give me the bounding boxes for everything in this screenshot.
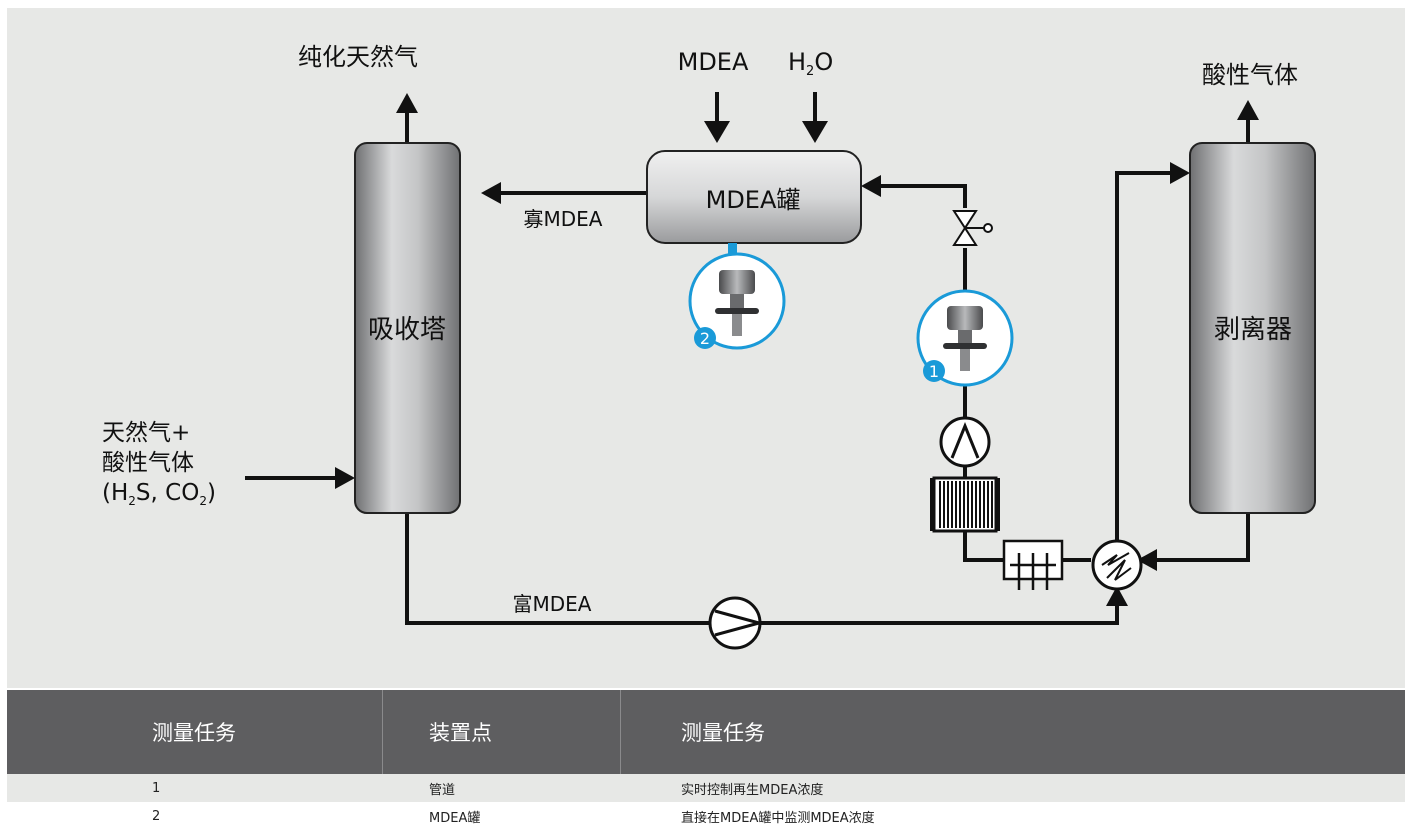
absorber-label: 吸收塔 (368, 315, 446, 345)
stripper-bottom-pipe (1155, 513, 1248, 560)
header-task: 测量任务 (7, 690, 383, 774)
purified-gas-label: 纯化天然气 (298, 43, 418, 71)
mdea-feed-label: MDEA (678, 48, 749, 76)
header-task-desc: 测量任务 (621, 690, 1405, 774)
valve-icon (954, 211, 992, 245)
row-number: 2 (7, 802, 383, 830)
rich-pump-icon (710, 598, 760, 648)
table-row: 2 MDEA罐 直接在MDEA罐中监测MDEA浓度 (7, 802, 1405, 830)
filter-icon (930, 478, 1000, 531)
process-diagram: 纯化天然气 MDEA H2O 酸性气体 吸收塔 MDEA罐 剥离器 寡MDEA … (7, 8, 1405, 688)
row-description: 实时控制再生MDEA浓度 (621, 774, 1405, 802)
water-feed-label: H2O (788, 48, 833, 79)
row-number: 1 (7, 774, 383, 802)
table-row: 1 管道 实时控制再生MDEA浓度 (7, 774, 1405, 802)
inlet-label-line3: (H2S, CO2) (102, 480, 216, 508)
row-location: MDEA罐 (383, 802, 621, 830)
rich-mdea-label: 富MDEA (513, 592, 592, 616)
valve-to-tank-pipe (877, 186, 965, 208)
cooler-to-filter-pipe (965, 531, 1004, 560)
header-location: 装置点 (383, 690, 621, 774)
inlet-label-line2: 酸性气体 (102, 450, 194, 476)
row-description: 直接在MDEA罐中监测MDEA浓度 (621, 802, 1405, 830)
sensor-2-badge: 2 (700, 329, 710, 348)
table-header: 测量任务 装置点 测量任务 (7, 690, 1405, 774)
stripper-label: 剥离器 (1214, 315, 1292, 345)
pump-icon (941, 418, 989, 466)
heat-exchanger-icon (1093, 541, 1141, 589)
row-location: 管道 (383, 774, 621, 802)
measurement-table: 测量任务 装置点 测量任务 1 管道 实时控制再生MDEA浓度 2 MDEA罐 … (7, 690, 1405, 830)
stripper-feed-pipe (1117, 173, 1177, 545)
lean-mdea-label: 寡MDEA (524, 207, 603, 231)
cooler-icon (1004, 541, 1062, 590)
acid-gas-out-label: 酸性气体 (1202, 61, 1298, 89)
mdea-tank-label: MDEA罐 (706, 186, 801, 214)
sensor-1-badge: 1 (929, 362, 939, 381)
inlet-label-line1: 天然气+ (102, 420, 190, 446)
